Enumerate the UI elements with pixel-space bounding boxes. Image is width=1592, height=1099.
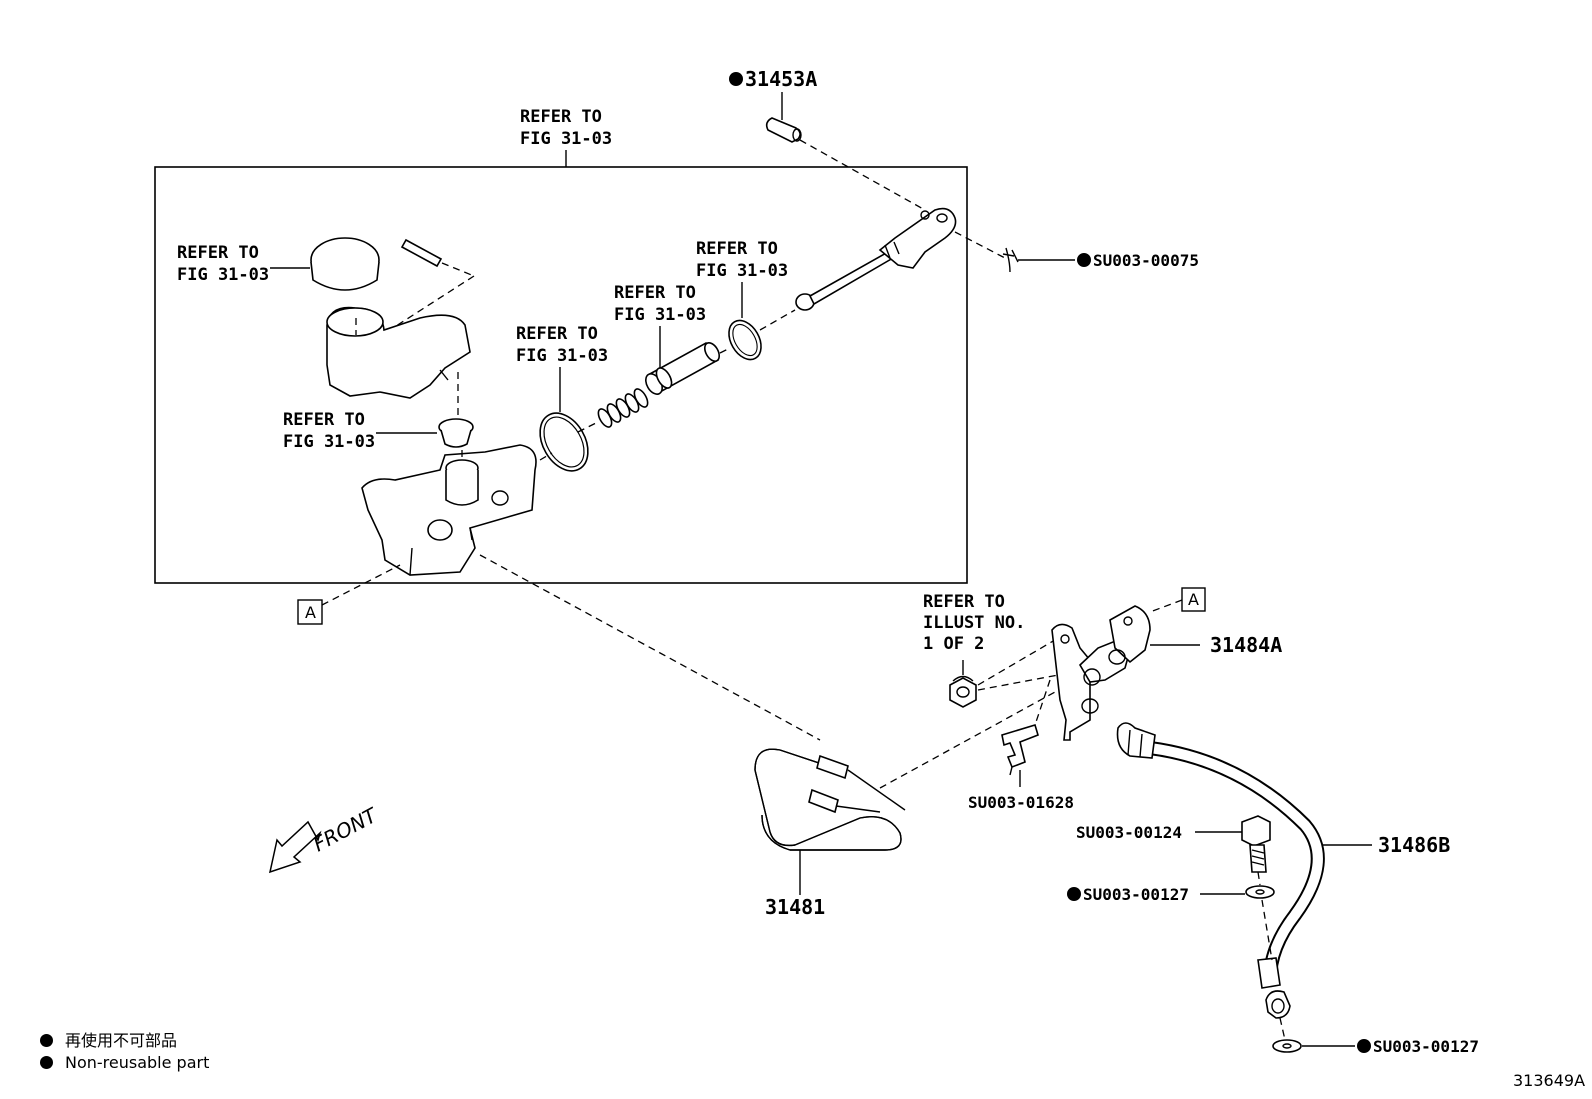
clutch-pipe [754,748,906,851]
gasket-lower [1272,1039,1302,1053]
flexible-hose [1116,722,1325,1019]
filled-circle-icon [40,1034,53,1047]
flange-nut [949,675,977,708]
part-number-gasket-lower: SU003-00127 [1373,1037,1479,1056]
non-reusable-dot-icon [1357,1039,1371,1053]
refer-label-oring-line1: REFER TO [516,324,598,344]
push-rod [795,207,957,311]
cotter-pin [1002,247,1019,273]
part-number-gasket-upper: SU003-00127 [1083,885,1189,904]
refer-label-snapring-line1: REFER TO [696,239,778,259]
refer-illust-line1: REFER TO [923,592,1005,612]
figure-id: 313649A [1513,1071,1585,1090]
part-number-pipe: 31481 [765,895,825,919]
refer-illust-line2: ILLUST NO. [923,613,1025,633]
non-reusable-dot-icon [729,72,743,86]
part-number-clip: SU003-01628 [968,793,1074,812]
ref-marker-a-box [297,599,323,625]
refer-label-oring-line2: FIG 31-03 [516,346,608,366]
ref-marker-a-label-right: A [1188,590,1199,609]
union-bolt [1241,815,1271,873]
gasket-upper [1245,885,1275,899]
master-cylinder-body [361,444,537,576]
part-number-hose: 31486B [1378,833,1450,857]
refer-label-cap-line1: REFER TO [177,243,259,263]
refer-illust-line3: 1 OF 2 [923,634,984,654]
reservoir-tank [326,306,471,399]
snap-ring [728,319,762,361]
refer-label-piston-line1: REFER TO [614,283,696,303]
ref-marker-a-label: A [305,603,316,622]
non-reusable-dot-icon [1077,253,1091,267]
refer-label-piston-line2: FIG 31-03 [614,305,706,325]
part-number-cotter-pin: SU003-00075 [1093,251,1199,270]
piston-spring [597,388,649,428]
retaining-clip [1001,724,1039,776]
clutch-bracket [1051,605,1151,741]
part-number-clevis-pin: 31453A [745,67,817,91]
front-label: FRONT [309,802,382,856]
roll-pin [400,238,443,268]
master-cylinder-subassembly-box [154,166,968,584]
legend-line-2: Non-reusable part [40,1053,209,1072]
non-reusable-dot-icon [1067,887,1081,901]
reservoir-cap [310,237,380,291]
refer-label-box-line1: REFER TO [520,107,602,127]
refer-label-box-line2: FIG 31-03 [520,129,612,149]
o-ring-large [539,412,589,472]
legend-text-en: Non-reusable part [65,1053,210,1072]
front-arrow-icon [268,820,322,874]
part-number-bracket: 31484A [1210,633,1282,657]
legend-text-jp: 再使用不可部品 [65,1031,178,1050]
piston [645,341,721,395]
clevis-pin [765,117,802,143]
ref-marker-a-box-right [1181,587,1206,612]
grommet [438,418,474,448]
refer-label-grommet-line1: REFER TO [283,410,365,430]
refer-label-cap-line2: FIG 31-03 [177,265,269,285]
legend-line-1: 再使用不可部品 [40,1027,177,1051]
filled-circle-icon [40,1056,53,1069]
refer-label-snapring-line2: FIG 31-03 [696,261,788,281]
refer-label-grommet-line2: FIG 31-03 [283,432,375,452]
part-number-union-bolt: SU003-00124 [1076,823,1182,842]
